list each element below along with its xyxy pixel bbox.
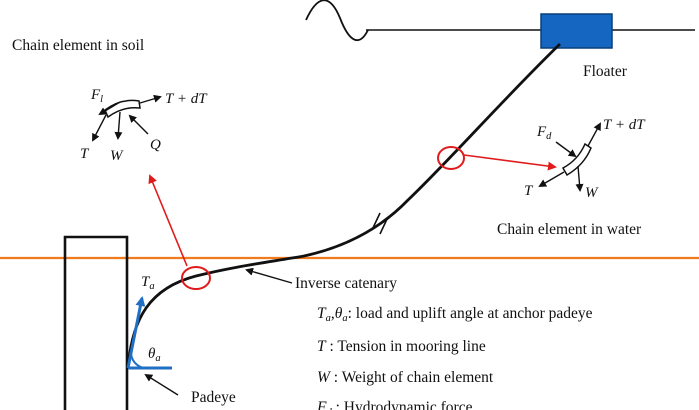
soil-force-W-arrow (114, 111, 123, 140)
soil-label-Q: Q (150, 137, 161, 153)
soil-label-Fl: Fl (90, 87, 103, 105)
water-force-Fd-arrow (555, 141, 577, 158)
padeye-label: Padeye (191, 389, 236, 406)
soil-label-T-plus-dT: T + dT (165, 91, 208, 107)
soil-callout-arrow (148, 174, 188, 267)
anchor-pile (63, 235, 129, 410)
water-label-T-plus-dT: T + dT (603, 117, 646, 133)
uplift-angle-arc (129, 351, 145, 369)
legend: Ta,θa: load and uplift angle at anchor p… (316, 305, 593, 410)
soil-force-T-arrow (92, 114, 107, 142)
anchor-label-theta-a: θa (148, 346, 161, 364)
soil-label-W: W (110, 148, 124, 164)
legend-row-1: Ta,θa: load and uplift angle at anchor p… (317, 305, 593, 324)
mooring-line (126, 42, 561, 369)
soil-callout-circle (181, 266, 211, 290)
legend-row-2: T : Tension in mooring line (317, 338, 486, 355)
soil-label-T: T (80, 146, 90, 162)
legend-row-3: W : Weight of chain element (317, 369, 494, 386)
inverse-catenary-pointer (245, 267, 293, 284)
soil-force-Fl-arrow (98, 101, 121, 116)
anchor-load-arrow (126, 296, 146, 369)
water-callout-arrow (463, 154, 557, 171)
line-break-mark-1 (371, 212, 381, 231)
water-callout-circle (437, 146, 465, 170)
water-force-T-plus-dT-arrow (587, 122, 601, 147)
water-element-body (561, 142, 592, 177)
sea-surface-wave (305, 0, 369, 41)
padeye-pointer (144, 373, 179, 396)
water-label-W: W (585, 185, 599, 201)
soil-force-T-plus-dT-arrow (139, 94, 162, 104)
line-break-mark-2 (379, 216, 389, 235)
chain-water-title: Chain element in water (497, 221, 642, 238)
soil-force-Q-arrow (128, 114, 149, 135)
anchor-label-Ta: Ta (141, 274, 155, 292)
floater-block (540, 13, 613, 49)
floater-label: Floater (583, 63, 628, 80)
water-label-Fd: Fd (536, 124, 552, 142)
soil-chain-element: Fl T + dT T W Q (80, 87, 208, 164)
inverse-catenary-label: Inverse catenary (295, 275, 397, 292)
water-force-T-arrow (538, 171, 565, 188)
legend-row-4: Fd : Hydrodynamic force (316, 399, 473, 410)
chain-soil-title: Chain element in soil (12, 37, 144, 54)
water-force-W-arrow (575, 165, 584, 192)
soil-element-body (104, 99, 141, 119)
water-label-T: T (524, 183, 534, 199)
water-chain-element: Fd T + dT T W (524, 117, 646, 201)
